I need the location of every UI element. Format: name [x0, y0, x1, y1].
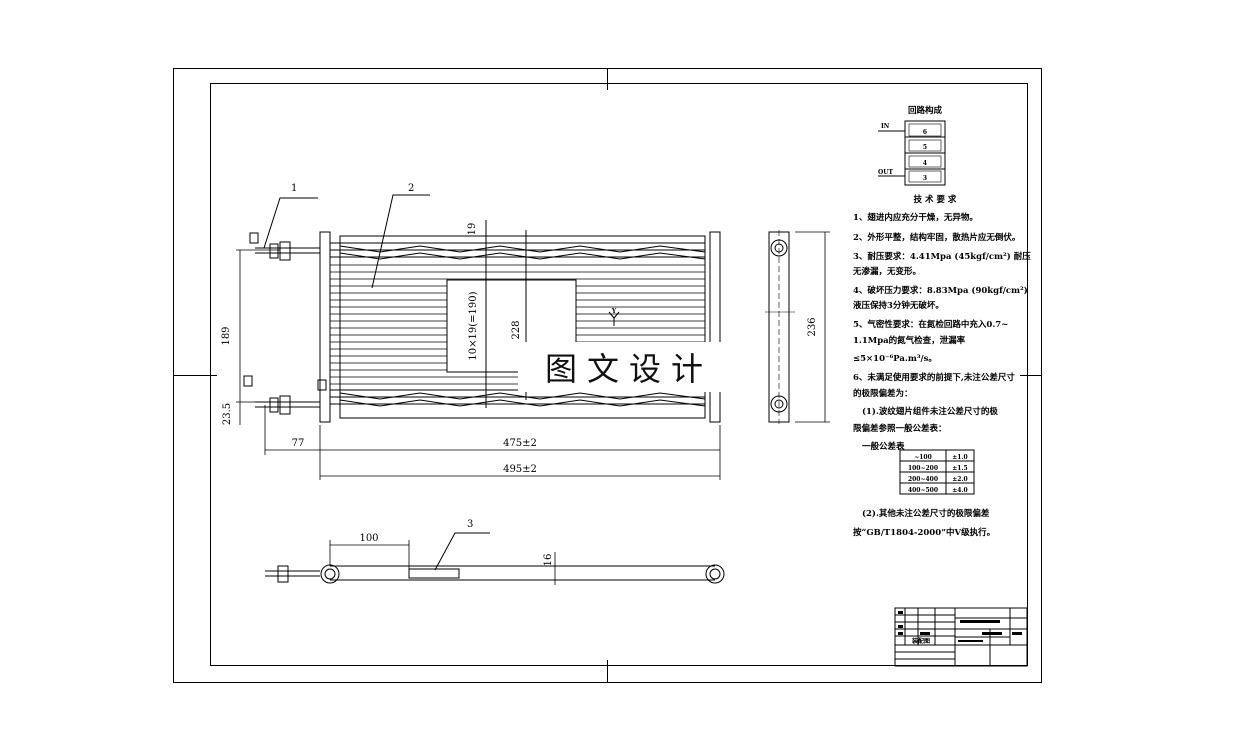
tech-requirements-heading: 技 术 要 求: [914, 194, 957, 205]
fin-bundle-bottom: [330, 389, 706, 407]
loop-cell-3: 4: [923, 160, 927, 167]
loop-cell-1: 6: [923, 129, 927, 136]
front-view: [236, 194, 721, 480]
callout-3-leader: [434, 532, 490, 571]
dim-16: 16: [543, 554, 554, 567]
callout-2: 2: [408, 183, 414, 194]
tolerance-table-grid: [899, 449, 975, 495]
tolerance-value: ±1.5: [952, 465, 967, 472]
callout-1-leader: [263, 197, 318, 249]
watermark: 图文设计: [518, 342, 740, 392]
bottom-view: [265, 532, 725, 585]
fin-bundle-top: [330, 242, 706, 260]
tech-line: 按“GB/T1804-2000”中V级执行。: [853, 527, 995, 538]
loop-cell-4: 3: [923, 175, 927, 182]
dim-23-5: 23.5: [222, 403, 233, 425]
tech-line: 无渗漏，无变形。: [852, 266, 921, 277]
dim-10x19: 10×19(=190): [468, 291, 479, 360]
tech-line: (1).波纹翅片组件未注公差尺寸的极: [862, 406, 998, 417]
tolerance-range: 400~500: [908, 487, 938, 494]
tech-line: (2).其他未注公差尺寸的极限偏差: [862, 508, 990, 519]
tech-line: ≤5×10⁻⁶Pa.m³/s。: [853, 354, 937, 364]
tolerance-table-title: 一般公差表: [862, 441, 905, 452]
callout-1: 1: [291, 183, 297, 194]
dim-475: 475±2: [503, 438, 537, 449]
tolerance-value: ±4.0: [952, 487, 967, 494]
dim-228: 228: [511, 320, 522, 339]
tolerance-value: ±1.0: [952, 454, 967, 461]
title-block-label: 装配图: [911, 637, 930, 645]
title-block-marks: [898, 611, 1022, 642]
tech-line: 2、外形平整，结构牢固，散热片应无倒伏。: [853, 232, 1020, 243]
dim-77: 77: [292, 438, 305, 449]
loop-table-out-label: OUT: [878, 169, 893, 176]
dim-189: 189: [221, 326, 232, 345]
title-block: [894, 607, 1028, 667]
section-mark-symbol: [608, 311, 620, 326]
loop-table-in-label: IN: [881, 123, 890, 130]
callout-3: 3: [467, 519, 473, 530]
section-mark: Y: [611, 308, 617, 315]
loop-table-title: 回路构成: [908, 105, 943, 116]
tech-line: 5、气密性要求：在氮检回路中充入0.7~: [853, 319, 1008, 330]
callout-2-leader: [371, 194, 430, 289]
tolerance-range: ~100: [914, 454, 932, 461]
tolerance-range: 100~200: [908, 465, 938, 472]
tech-line: 的极限偏差为：: [853, 388, 913, 399]
tech-line: 6、未满足使用要求的前提下,未注公差尺寸: [853, 372, 1015, 383]
inlet-fitting: [249, 232, 320, 261]
outlet-fitting: [243, 375, 327, 415]
tolerance-range: 200~400: [908, 476, 938, 483]
dim-100: 100: [359, 533, 378, 544]
side-view: [765, 230, 830, 424]
dim-236: 236: [807, 317, 818, 336]
centering-marks: [173, 68, 1041, 682]
loop-table-grid: [878, 120, 946, 186]
tech-requirements-list: 1、翅进内应充分干燥，无异物。 2、外形平整，结构牢固，散热片应无倒伏。 3、耐…: [852, 212, 1031, 538]
tech-line: 3、耐压要求：4.41Mpa (45kgf/cm²) 耐压: [853, 251, 1031, 262]
tech-line: 4、破坏压力要求：8.83Mpa (90kgf/cm²): [853, 285, 1028, 296]
front-view-dimensions: [236, 235, 721, 480]
tech-line: 液压保持3分钟无破坏。: [853, 300, 944, 311]
dim-495: 495±2: [503, 464, 537, 475]
tech-line: 限偏差参照一般公差表：: [853, 423, 947, 434]
tolerance-value: ±2.0: [952, 476, 967, 483]
tech-line: 1、翅进内应充分干燥，无异物。: [853, 212, 978, 223]
inner-border: [210, 83, 1028, 666]
tolerance-table: ~100 ±1.0 100~200 ±1.5 200~400 ±2.0 400~…: [908, 454, 968, 494]
dim-19: 19: [467, 223, 478, 236]
loop-cell-2: 5: [923, 144, 927, 151]
tech-line: 1.1Mpa的氮气检查，泄漏率: [853, 335, 966, 346]
